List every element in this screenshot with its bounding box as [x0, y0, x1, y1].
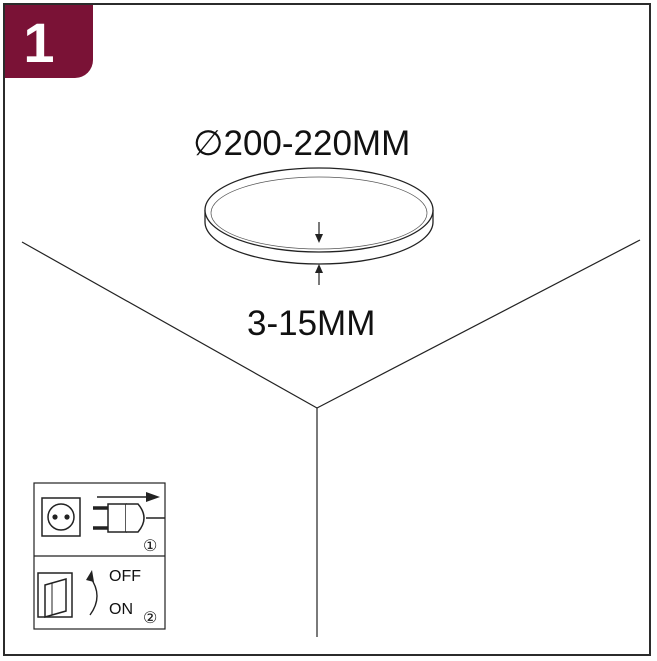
diameter-label: ∅200-220MM: [193, 124, 410, 163]
socket-icon: [41, 497, 81, 537]
power-panel: ① OFF ON ②: [33, 482, 166, 630]
curved-arrow-icon: [86, 570, 98, 616]
unplug-marker: ①: [143, 538, 157, 555]
arrow-right-icon: [97, 492, 160, 502]
left-ceiling-edge: [21, 241, 318, 409]
switch-on-label: ON: [109, 601, 133, 618]
depth-label: 3-15MM: [247, 304, 375, 343]
ceiling-hole: [204, 167, 434, 265]
depth-dimension: [315, 222, 323, 285]
diagram-frame: [3, 3, 651, 656]
switch-off-label: OFF: [109, 568, 141, 585]
step-number: 1: [23, 11, 55, 74]
plug-icon: [93, 503, 165, 533]
rocker-switch-icon: [37, 572, 73, 618]
right-ceiling-edge: [316, 239, 641, 409]
switch-marker: ②: [143, 610, 157, 627]
step-badge: 1: [5, 5, 93, 78]
